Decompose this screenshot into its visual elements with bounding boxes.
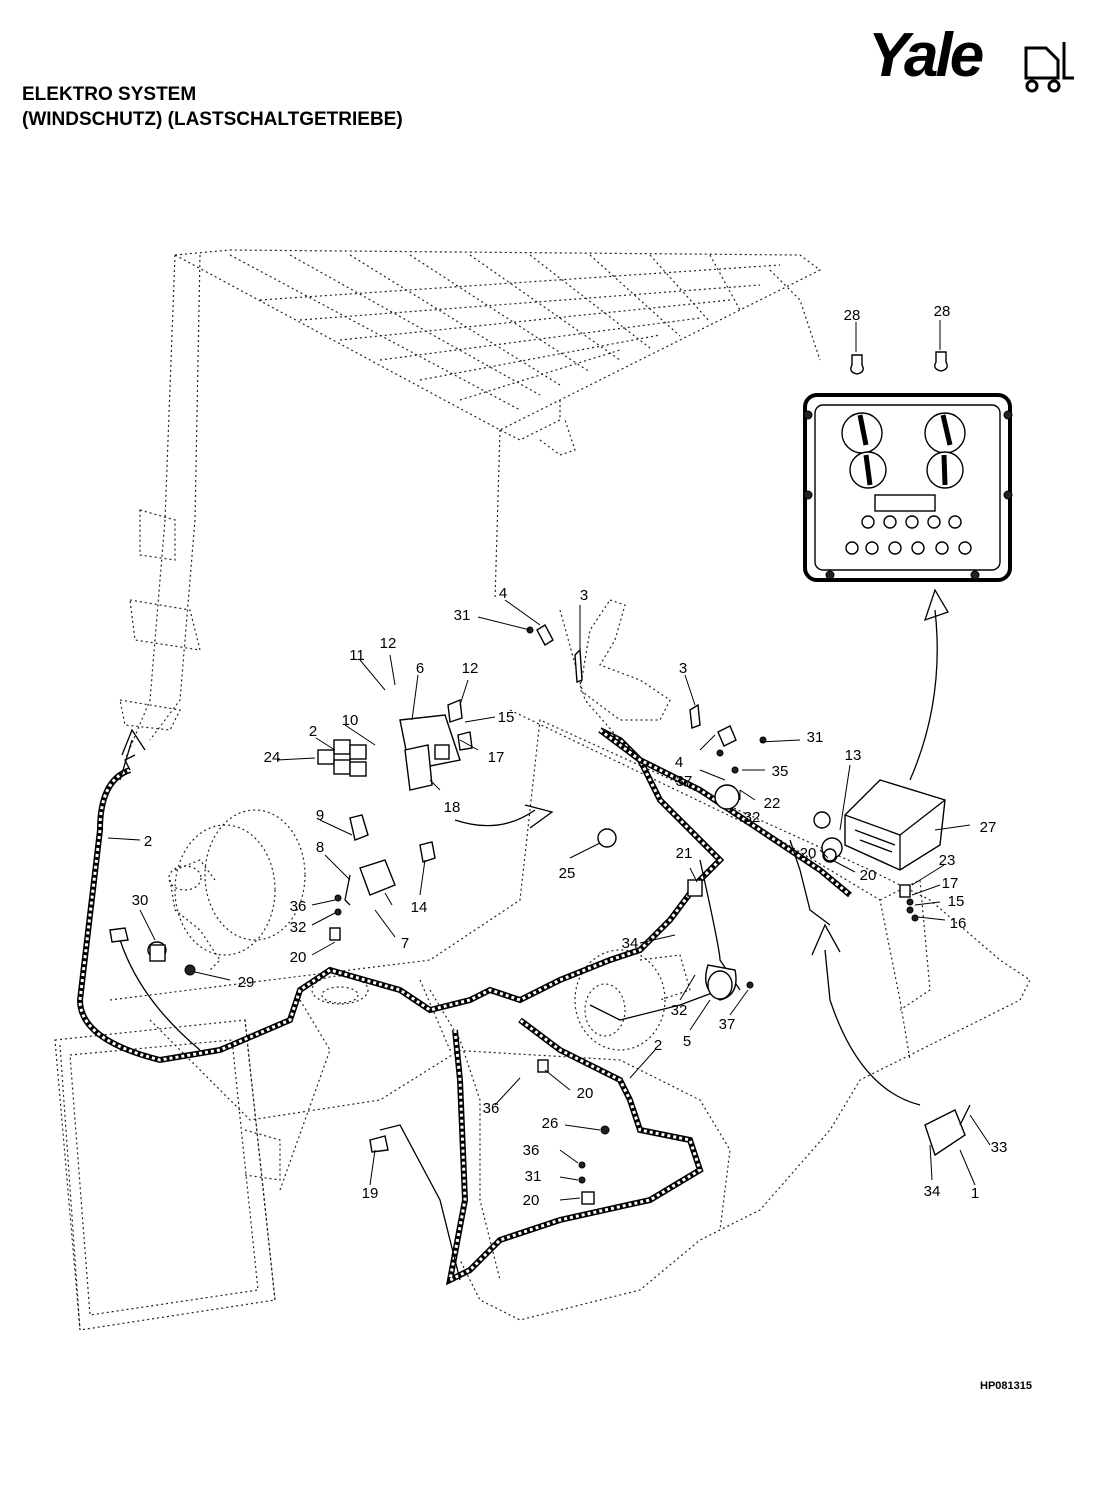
callout-36: 36	[290, 898, 307, 915]
forklift-icon	[1024, 42, 1074, 93]
callout-29: 29	[238, 974, 255, 991]
callout-12: 12	[462, 660, 479, 677]
truck-chassis	[54, 709, 1031, 1331]
callout-7: 7	[401, 935, 409, 952]
small-components	[109, 624, 971, 1205]
callout-2: 2	[654, 1037, 662, 1054]
callout-23: 23	[939, 852, 956, 869]
callout-32: 32	[671, 1002, 688, 1019]
bulb-pair	[850, 351, 948, 375]
rocker-switch-cluster	[317, 739, 367, 777]
callout-8: 8	[316, 839, 324, 856]
callout-1: 1	[971, 1185, 979, 1202]
callout-20: 20	[290, 949, 307, 966]
callout-13: 13	[845, 747, 862, 764]
callout-19: 19	[362, 1185, 379, 1202]
overhead-guard	[119, 249, 822, 761]
callout-16: 16	[950, 915, 967, 932]
transmission-converter	[574, 949, 691, 1051]
callout-20: 20	[860, 867, 877, 884]
yale-logo: Yale	[868, 20, 1078, 100]
callout-35: 35	[772, 763, 789, 780]
callout-2: 2	[144, 833, 152, 850]
callout-27: 27	[980, 819, 997, 836]
reference-arrows	[119, 588, 949, 1106]
callout-2: 2	[309, 723, 317, 740]
callout-20: 20	[577, 1085, 594, 1102]
callout-28: 28	[844, 307, 861, 324]
callout-15: 15	[948, 893, 965, 910]
callout-31: 31	[454, 607, 471, 624]
callout-4: 4	[499, 585, 507, 602]
callout-6: 6	[416, 660, 424, 677]
callout-32: 32	[290, 919, 307, 936]
callout-24: 24	[264, 749, 281, 766]
callout-20: 20	[523, 1192, 540, 1209]
wiring-harness	[76, 727, 852, 1286]
callout-31: 31	[807, 729, 824, 746]
callout-22: 22	[764, 795, 781, 812]
page-title: ELEKTRO SYSTEM (WINDSCHUTZ) (LASTSCHALTG…	[22, 82, 403, 132]
callout-20: 20	[800, 845, 817, 862]
callout-17: 17	[942, 875, 959, 892]
fuse-relay-group	[344, 814, 436, 906]
callout-28: 28	[934, 303, 951, 320]
instrument-panel	[803, 393, 1013, 582]
callout-3: 3	[679, 660, 687, 677]
title-line-2: (WINDSCHUTZ) (LASTSCHALTGETRIEBE)	[22, 109, 403, 130]
callout-11: 11	[349, 647, 365, 664]
callout-33: 33	[991, 1139, 1008, 1156]
callout-labels: 28 28 4 3 31 11 12 6 12 15 10 17 2 24 3 …	[132, 303, 1008, 1209]
callout-32: 32	[744, 809, 761, 826]
callout-12: 12	[380, 635, 397, 652]
callout-15: 15	[498, 709, 515, 726]
drawing-number: HP081315	[980, 1380, 1032, 1392]
callout-17: 17	[488, 749, 505, 766]
control-module	[844, 779, 946, 871]
callout-25: 25	[559, 865, 576, 882]
callout-9: 9	[316, 807, 324, 824]
callout-18: 18	[444, 799, 461, 816]
callout-36: 36	[523, 1142, 540, 1159]
title-line-1: ELEKTRO SYSTEM	[22, 84, 197, 105]
switch-panel	[399, 698, 473, 791]
air-cleaner	[168, 809, 306, 971]
callout-4: 4	[675, 754, 683, 771]
callout-36: 36	[483, 1100, 500, 1117]
callout-30: 30	[132, 892, 149, 909]
callout-10: 10	[342, 712, 359, 729]
callout-34: 34	[622, 935, 639, 952]
heater-duct	[559, 599, 671, 741]
callout-21: 21	[676, 845, 693, 862]
callout-34: 34	[924, 1183, 941, 1200]
callout-37: 37	[676, 773, 693, 790]
leader-lines	[107, 320, 991, 1201]
logo-wordmark: Yale	[868, 21, 984, 90]
callout-31: 31	[525, 1168, 542, 1185]
callout-5: 5	[683, 1033, 691, 1050]
callout-14: 14	[411, 899, 428, 916]
tank-filler	[311, 975, 369, 1005]
callout-37: 37	[719, 1016, 736, 1033]
callout-3: 3	[580, 587, 588, 604]
callout-26: 26	[542, 1115, 559, 1132]
